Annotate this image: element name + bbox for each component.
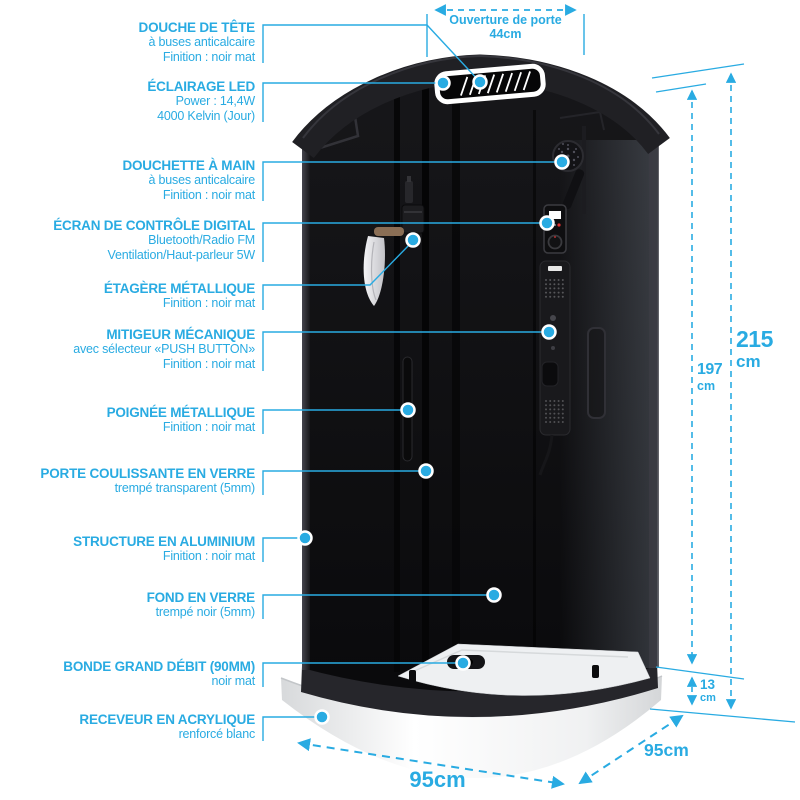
- speaker-grille: [545, 279, 564, 298]
- label-acrylic-tray: RECEVEUR EN ACRYLIQUE renforcé blanc: [0, 712, 255, 742]
- dimension-value: 44cm: [489, 27, 522, 41]
- right-glass-sheen: [560, 140, 658, 668]
- label-line: Finition : noir mat: [162, 549, 255, 563]
- label-line: Finition : noir mat: [162, 50, 255, 64]
- label-line: trempé noir (5mm): [155, 605, 256, 619]
- height-dimensions: [686, 72, 737, 710]
- side-depth-dimension-label: 95cm: [644, 740, 689, 760]
- back-corner-edge: [533, 110, 536, 660]
- display: [549, 211, 561, 219]
- bottle-icon: [405, 181, 413, 203]
- front-width-dimension-label: 95cm: [409, 767, 466, 792]
- label-line: Bluetooth/Radio FM: [148, 233, 255, 247]
- inner-height-dimension-label: 197 cm: [697, 361, 723, 393]
- label-sliding-door: PORTE COULISSANTE EN VERRE trempé transp…: [0, 466, 255, 496]
- leader-lines: [262, 24, 562, 741]
- label-line: 4000 Kelvin (Jour): [157, 109, 255, 123]
- dimension-unit: cm: [697, 379, 716, 393]
- label-digital-screen: ÉCRAN DE CONTRÔLE DIGITAL Bluetooth/Radi…: [0, 218, 255, 263]
- bottom-frame-rail: [301, 662, 658, 718]
- label-title: DOUCHETTE À MAIN: [122, 158, 255, 173]
- speaker-grille: [545, 400, 564, 423]
- label-mechanical-mixer: MITIGEUR MÉCANIQUE avec sélecteur «PUSH …: [0, 327, 255, 372]
- label-line: Power : 14,4W: [175, 94, 256, 108]
- corner-shelf: [363, 176, 425, 306]
- label-led-lighting: ÉCLAIRAGE LED Power : 14,4W 4000 Kelvin …: [0, 79, 255, 124]
- right-aluminium-edge: [649, 140, 659, 668]
- label-title: PORTE COULISSANTE EN VERRE: [40, 466, 255, 481]
- label-title: FOND EN VERRE: [146, 590, 256, 605]
- base-dimensions: [297, 714, 684, 789]
- label-title: POIGNÉE MÉTALLIQUE: [106, 405, 256, 420]
- glass-body: [302, 68, 659, 692]
- label-hand-shower: DOUCHETTE À MAIN à buses anticalcaire Fi…: [0, 158, 255, 203]
- label-title: RECEVEUR EN ACRYLIQUE: [79, 712, 255, 727]
- door-opening-dimension: [426, 4, 585, 57]
- label-title: ÉTAGÈRE MÉTALLIQUE: [103, 281, 255, 296]
- control-column: [538, 260, 571, 476]
- total-height-dimension-label: 215 cm: [736, 326, 773, 371]
- leader-dots: [297, 74, 570, 725]
- label-line: noir mat: [211, 674, 255, 688]
- brand-plate: [548, 266, 562, 271]
- dimension-value: 197: [697, 361, 723, 378]
- label-line: à buses anticalcaire: [148, 35, 256, 49]
- mixer-knob: [550, 315, 556, 321]
- label-title: BONDE GRAND DÉBIT (90MM): [63, 659, 255, 674]
- label-drain: BONDE GRAND DÉBIT (90MM) noir mat: [0, 659, 255, 689]
- label-aluminium-structure: STRUCTURE EN ALUMINIUM Finition : noir m…: [0, 534, 255, 564]
- panel-post: [452, 92, 460, 648]
- dimension-unit: cm: [736, 352, 761, 371]
- label-title: STRUCTURE EN ALUMINIUM: [73, 534, 255, 549]
- label-metal-handle: POIGNÉE MÉTALLIQUE Finition : noir mat: [0, 405, 256, 435]
- door-rail: [394, 84, 400, 672]
- door-guide: [592, 665, 599, 678]
- dimension-unit: cm: [700, 691, 716, 704]
- towel: [363, 236, 385, 306]
- label-line: trempé transparent (5mm): [114, 481, 256, 495]
- dimension-text: Ouverture de porte: [449, 13, 562, 27]
- label-title: DOUCHE DE TÊTE: [138, 20, 256, 35]
- label-title: ÉCRAN DE CONTRÔLE DIGITAL: [53, 218, 255, 233]
- shower-hose: [538, 434, 554, 476]
- door-opening-dimension-label: Ouverture de porte 44cm: [427, 13, 584, 41]
- label-line: Finition : noir mat: [162, 420, 255, 434]
- door-guide: [409, 670, 416, 683]
- label-line: renforcé blanc: [178, 727, 256, 741]
- label-line: à buses anticalcaire: [148, 173, 256, 187]
- mixer-handle: [541, 361, 559, 387]
- base-height-dimension-label: 13 cm: [700, 678, 716, 704]
- left-aluminium-edge: [302, 145, 310, 670]
- outer-handle-bar: [587, 327, 606, 419]
- label-line: Ventilation/Haut-parleur 5W: [107, 248, 256, 262]
- label-line: avec sélecteur «PUSH BUTTON»: [73, 342, 255, 356]
- label-line: Finition : noir mat: [162, 188, 255, 202]
- dial: [547, 234, 563, 250]
- red-indicator: [557, 223, 561, 227]
- top-canopy-frame: [292, 54, 670, 159]
- label-line: Finition : noir mat: [162, 357, 255, 371]
- label-title: ÉCLAIRAGE LED: [147, 79, 255, 94]
- sliding-door-edge: [422, 86, 429, 674]
- label-head-shower: DOUCHE DE TÊTE à buses anticalcaire Fini…: [0, 20, 256, 65]
- dimension-value: 13: [700, 677, 716, 692]
- label-metal-shelf: ÉTAGÈRE MÉTALLIQUE Finition : noir mat: [0, 281, 255, 311]
- dimension-value: 215: [736, 326, 773, 352]
- label-glass-back: FOND EN VERRE trempé noir (5mm): [0, 590, 256, 620]
- head-shower-icon: [434, 63, 546, 105]
- label-title: MITIGEUR MÉCANIQUE: [106, 327, 255, 342]
- label-line: Finition : noir mat: [162, 296, 255, 310]
- extension-lines: [649, 63, 796, 723]
- shelf-bar: [374, 227, 404, 236]
